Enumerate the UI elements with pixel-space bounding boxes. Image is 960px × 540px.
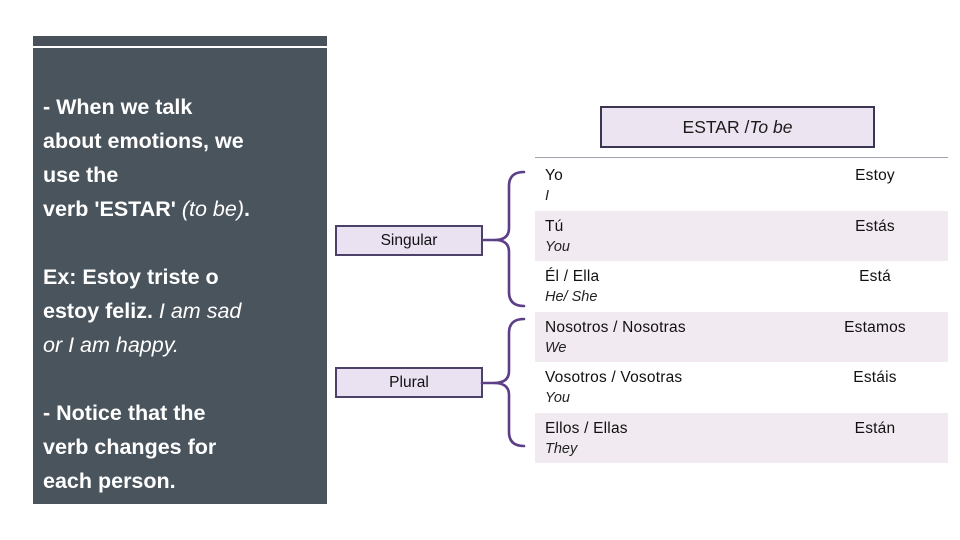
text-line: verb 'ESTAR' (to be). (43, 197, 250, 221)
table-title-main: ESTAR / (682, 116, 750, 137)
table-row: Nosotros / Nosotras We Estamos (535, 311, 948, 362)
table-row: Él / Ella He/ She Está (535, 261, 948, 312)
table-row: Vosotros / Vosotras You Estáis (535, 362, 948, 413)
text-line: or I am happy. (43, 333, 179, 357)
text-line: - When we talk (43, 95, 193, 119)
text-line: - Notice that the (43, 401, 206, 425)
text-line: about emotions, we (43, 129, 244, 153)
pronoun-cell: Vosotros / Vosotras (545, 369, 683, 386)
conjugation-cell: Estáis (853, 369, 897, 386)
table-row: Ellos / Ellas They Están (535, 412, 948, 463)
table-row: Tú You Estás (535, 210, 948, 261)
text-line: estoy feliz. I am sad (43, 299, 242, 323)
text-line: each person. (43, 469, 176, 493)
plural-brace-icon (493, 317, 526, 448)
plural-label-text: Plural (389, 373, 429, 391)
pronoun-cell: Yo (545, 167, 563, 184)
paragraph-notice: - Notice that the verb changes for each … (43, 396, 319, 498)
conjugation-cell: Estás (855, 217, 895, 235)
paragraph-example: Ex: Estoy triste o estoy feliz. I am sad… (43, 260, 319, 362)
singular-brace-icon (494, 170, 526, 308)
notes-panel: - When we talk about emotions, we use th… (33, 48, 327, 504)
table-top-rule (535, 157, 948, 158)
table-title-italic: To be (749, 116, 793, 137)
text-line: use the (43, 163, 119, 187)
notes-text: - When we talk about emotions, we use th… (43, 90, 319, 498)
singular-label-text: Singular (380, 231, 438, 249)
pronoun-cell: Él / Ella (545, 268, 600, 285)
english-cell: I (545, 188, 550, 204)
english-cell: He/ She (545, 289, 598, 305)
pronoun-cell: Tú (545, 217, 564, 235)
paragraph-emotions: - When we talk about emotions, we use th… (43, 90, 319, 226)
table-row: Yo I Estoy (535, 160, 948, 211)
text-line: verb changes for (43, 435, 217, 459)
english-cell: You (545, 238, 570, 255)
conjugation-table: Yo I Estoy Tú You Estás Él / Ella He/ Sh… (535, 160, 948, 463)
conjugation-cell: Estoy (855, 167, 895, 184)
pronoun-cell: Ellos / Ellas (545, 419, 628, 437)
conjugation-cell: Está (859, 268, 891, 285)
table-title-box: ESTAR / To be (600, 106, 875, 148)
text-line: Ex: Estoy triste o (43, 265, 219, 289)
pronoun-cell: Nosotros / Nosotras (545, 318, 686, 336)
panel-accent-bar (33, 36, 327, 46)
conjugation-cell: Estamos (844, 318, 906, 336)
conjugation-cell: Están (854, 419, 896, 437)
singular-label-box: Singular (335, 225, 483, 256)
english-cell: They (545, 440, 578, 457)
english-cell: You (545, 390, 570, 406)
english-cell: We (545, 339, 567, 356)
plural-label-box: Plural (335, 367, 483, 398)
